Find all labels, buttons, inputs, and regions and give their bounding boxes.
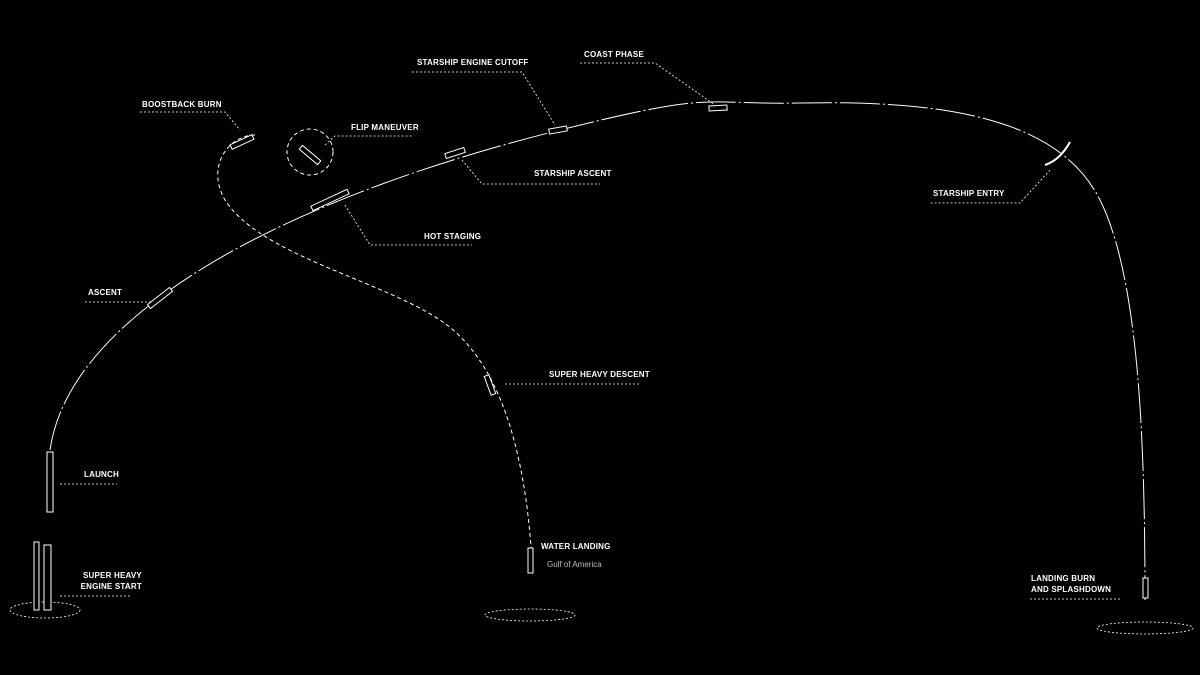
landing-zones (9, 601, 1194, 635)
label-water-landing: WATER LANDING (541, 542, 611, 551)
vehicles (33, 104, 1149, 611)
starship-trajectory (49, 101, 1146, 601)
starship-entry-icon (1044, 141, 1071, 166)
stack-hot-staging-icon (310, 188, 350, 212)
label-engine-start: SUPER HEAVY ENGINE START (80, 570, 142, 592)
booster-landing-icon (527, 547, 534, 574)
label-water-landing-location: Gulf of America (547, 560, 602, 569)
label-ascent: ASCENT (88, 288, 123, 297)
starship-seco-icon (548, 125, 568, 135)
label-flip-maneuver: FLIP MANEUVER (351, 123, 419, 132)
launch-tower-icon (33, 541, 40, 611)
label-hot-staging: HOT STAGING (424, 232, 482, 241)
stack-ascent-icon (146, 286, 174, 310)
booster-flip-icon (298, 144, 322, 166)
label-coast-phase: COAST PHASE (584, 50, 644, 59)
booster-descent-icon (483, 374, 497, 396)
flip-maneuver-circle (286, 128, 334, 176)
label-splashdown-line1: LANDING BURN (1031, 574, 1096, 583)
stack-pad-icon (43, 544, 52, 611)
stack-launch-icon (46, 451, 54, 513)
label-starship-ascent: STARSHIP ASCENT (534, 169, 612, 178)
starship-coast-icon (708, 104, 728, 112)
label-engine-start-line1: SUPER HEAVY (83, 571, 142, 580)
label-boostback-burn: BOOSTBACK BURN (142, 100, 222, 109)
starship-ascent-icon (444, 146, 466, 160)
label-splashdown: LANDING BURN AND SPLASHDOWN (1031, 573, 1111, 595)
label-engine-start-line2: ENGINE START (80, 582, 142, 591)
label-splashdown-line2: AND SPLASHDOWN (1031, 585, 1112, 594)
label-super-heavy-descent: SUPER HEAVY DESCENT (549, 370, 650, 379)
label-starship-entry: STARSHIP ENTRY (933, 189, 1005, 198)
label-launch: LAUNCH (84, 470, 119, 479)
starship-landing-icon (1142, 577, 1149, 599)
booster-trajectory (217, 134, 533, 561)
booster-boostback-icon (229, 133, 255, 151)
label-starship-engine-cutoff: STARSHIP ENGINE CUTOFF (417, 58, 529, 67)
leader-lines (60, 62, 1120, 600)
